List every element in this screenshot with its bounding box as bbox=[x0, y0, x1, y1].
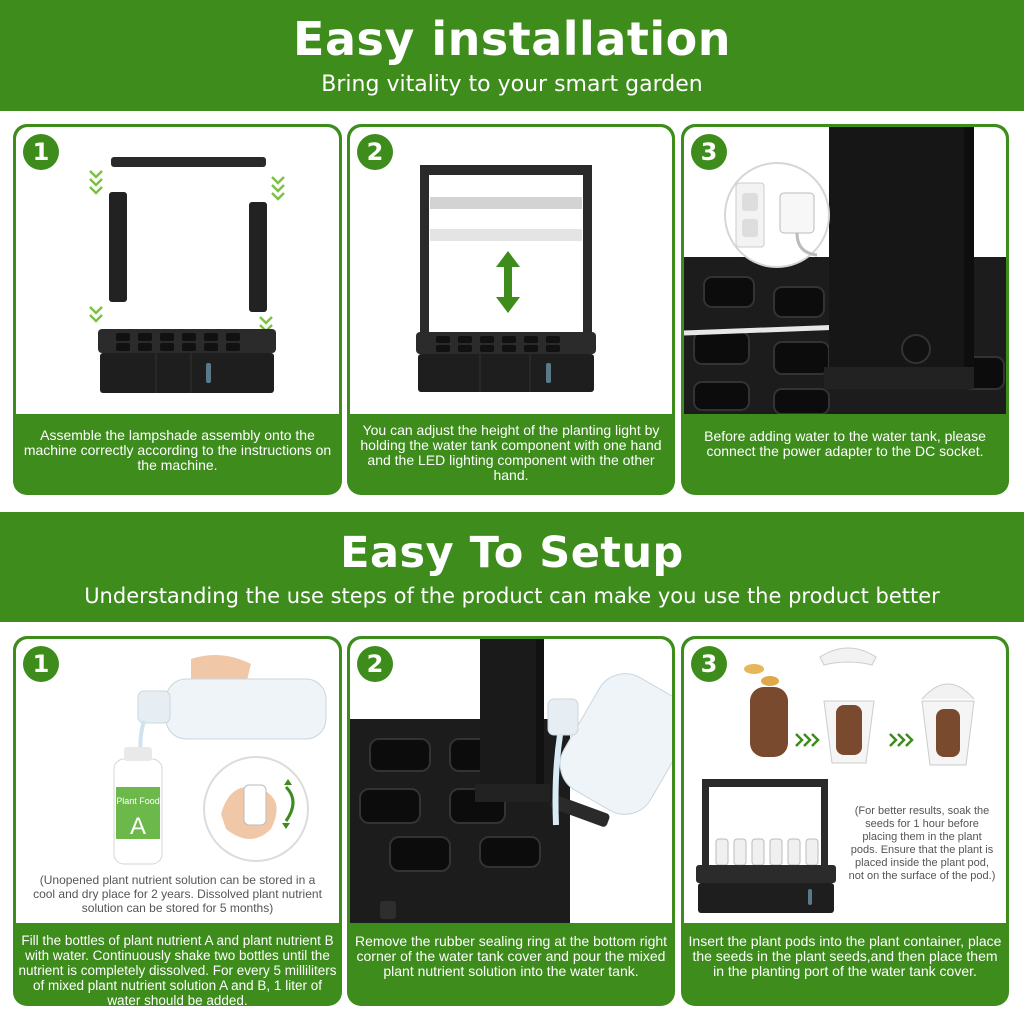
setup-step-3-image: (For better results, soak the seeds for … bbox=[684, 639, 1006, 923]
step-number-badge: 1 bbox=[23, 646, 59, 682]
step-number-badge: 3 bbox=[691, 646, 727, 682]
setup-step-3-caption: Insert the plant pods into the plant con… bbox=[688, 933, 1002, 979]
installation-title: Easy installation bbox=[293, 12, 731, 66]
setup-step-3-card: (For better results, soak the seeds for … bbox=[681, 636, 1009, 1006]
setup-step-1-note: (Unopened plant nutrient solution can be… bbox=[33, 873, 322, 915]
step-number-badge: 1 bbox=[23, 134, 59, 170]
installation-step-3-caption: Before adding water to the water tank, p… bbox=[704, 428, 986, 459]
step-number-badge: 2 bbox=[357, 134, 393, 170]
installation-step-2-image bbox=[350, 127, 672, 414]
installation-step-1-caption: Assemble the lampshade assembly onto the… bbox=[23, 427, 332, 473]
setup-title: Easy To Setup bbox=[340, 528, 684, 578]
installation-step-1-image bbox=[16, 127, 339, 414]
setup-step-2-caption: Remove the rubber sealing ring at the bo… bbox=[354, 933, 668, 979]
nutrient-bottle-illustration: Plant Food A bbox=[113, 655, 327, 865]
setup-banner: Easy To Setup Understanding the use step… bbox=[0, 512, 1024, 622]
installation-step-2-card: You can adjust the height of the plantin… bbox=[347, 124, 675, 495]
bottle-label: Plant Food bbox=[116, 796, 160, 806]
pour-solution-illustration bbox=[350, 639, 672, 923]
setup-step-2-card: Remove the rubber sealing ring at the bo… bbox=[347, 636, 675, 1006]
setup-subtitle: Understanding the use steps of the produ… bbox=[84, 584, 940, 608]
setup-step-1-image: Plant Food A (Unopened plant nutrient so… bbox=[16, 639, 339, 923]
power-adapter-illustration bbox=[684, 127, 1006, 414]
installation-step-2-caption: You can adjust the height of the plantin… bbox=[360, 422, 662, 483]
bottle-letter: A bbox=[130, 813, 146, 840]
installation-banner: Easy installation Bring vitality to your… bbox=[0, 0, 1024, 111]
installation-step-3-card: Before adding water to the water tank, p… bbox=[681, 124, 1009, 495]
installation-step-3-image bbox=[684, 127, 1006, 414]
installation-step-1-card: Assemble the lampshade assembly onto the… bbox=[13, 124, 342, 495]
setup-step-3-note: (For better results, soak the seeds for … bbox=[848, 805, 996, 882]
plant-pod-illustration bbox=[696, 647, 975, 913]
step-number-badge: 2 bbox=[357, 646, 393, 682]
lamp-assembly-illustration bbox=[89, 157, 285, 393]
step-number-badge: 3 bbox=[691, 134, 727, 170]
height-adjust-illustration bbox=[416, 165, 596, 392]
setup-step-1-caption: Fill the bottles of plant nutrient A and… bbox=[18, 933, 337, 1006]
installation-subtitle: Bring vitality to your smart garden bbox=[321, 72, 703, 97]
setup-step-2-image bbox=[350, 639, 672, 923]
setup-step-1-card: Plant Food A (Unopened plant nutrient so… bbox=[13, 636, 342, 1006]
